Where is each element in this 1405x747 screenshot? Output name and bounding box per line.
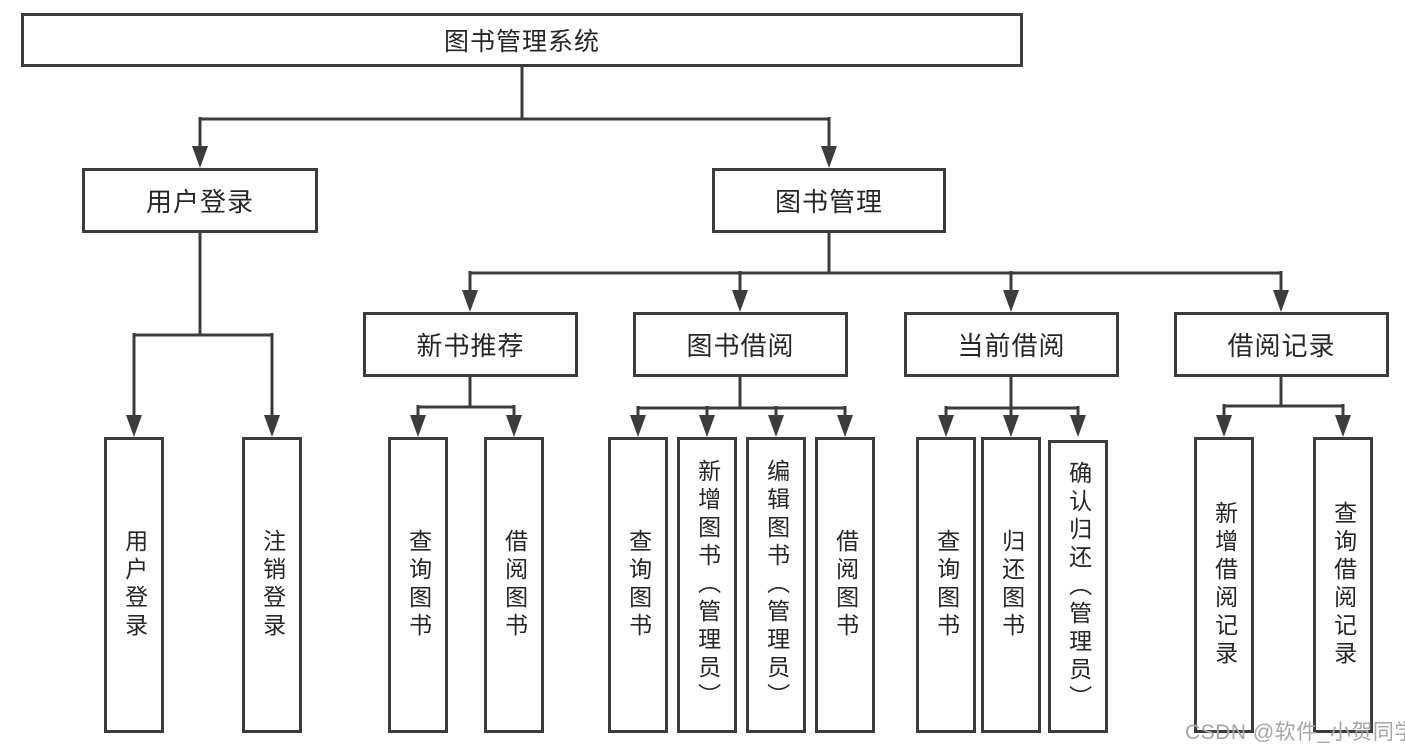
node-book-management: 图书管理 [712,168,946,233]
leaf-label: 归还图书 [998,529,1025,641]
node-book-borrowing: 图书借阅 [633,312,848,377]
arrowhead [768,415,784,437]
leaf-label: 查询图书 [625,529,652,641]
leaf-query-books-current: 查询图书 [916,437,976,733]
node-borrowing-records: 借阅记录 [1174,312,1389,377]
branch-root [192,67,837,168]
arrowhead [264,415,280,437]
branch-book-management [462,232,1289,312]
leaf-label: 用户登录 [121,529,148,641]
leaf-borrow-books-recommend: 借阅图书 [484,437,544,733]
leaf-add-borrow-record: 新增借阅记录 [1194,437,1254,733]
leaf-label: 借阅图书 [501,529,528,641]
arrowhead [1216,415,1232,437]
branch-borrowing-records [1216,377,1351,437]
branch-book-borrowing [630,377,853,437]
leaf-label: 查询图书 [933,529,960,641]
arrowhead [938,415,954,437]
branch-new-book-recommend [410,377,522,437]
arrowhead [1273,290,1289,312]
leaf-confirm-return-admin: 确认归还（管理员） [1048,440,1108,733]
node-label: 借阅记录 [1227,331,1336,361]
node-label: 当前借阅 [957,331,1066,361]
node-new-book-recommend: 新书推荐 [363,312,578,377]
leaf-label: 新增图书（管理员） [694,459,721,711]
node-label: 图书管理系统 [443,28,600,56]
arrowhead [1070,415,1086,437]
arrowhead [1003,415,1019,437]
arrowhead [1335,415,1351,437]
branch-user-login [126,233,280,437]
leaf-query-books-recommend: 查询图书 [388,437,448,733]
leaf-return-books: 归还图书 [981,437,1041,733]
node-label: 新书推荐 [416,331,525,361]
branch-current-borrowing [938,377,1086,437]
leaf-label: 新增借阅记录 [1211,501,1238,669]
arrowhead [192,146,208,168]
leaf-user-login: 用户登录 [104,437,164,733]
arrowhead [630,415,646,437]
leaf-label: 查询图书 [405,529,432,641]
arrowhead [410,415,426,437]
leaf-query-books-borrowing: 查询图书 [608,437,668,733]
arrowhead [462,290,478,312]
node-label: 用户登录 [145,187,254,217]
node-current-borrowing: 当前借阅 [904,312,1119,377]
arrowhead [732,290,748,312]
arrowhead [126,415,142,437]
node-label: 图书管理 [774,187,883,217]
leaf-add-books-admin: 新增图书（管理员） [677,437,737,733]
leaf-edit-books-admin: 编辑图书（管理员） [746,437,806,733]
arrowhead [837,415,853,437]
watermark-text: CSDN @软件_小贺同学 [1185,721,1405,744]
leaf-label: 编辑图书（管理员） [763,459,790,711]
leaf-borrow-books: 借阅图书 [815,437,875,733]
node-library-management-system: 图书管理系统 [21,13,1023,67]
leaf-label: 借阅图书 [832,529,859,641]
arrowhead [1003,290,1019,312]
arrowhead [821,146,837,168]
arrowhead [699,415,715,437]
arrowhead [506,415,522,437]
leaf-logout: 注销登录 [242,437,302,733]
leaf-query-borrow-record: 查询借阅记录 [1313,437,1373,733]
leaf-label: 注销登录 [259,529,286,641]
leaf-label: 确认归还（管理员） [1065,460,1092,713]
node-label: 图书借阅 [686,331,795,361]
node-user-login: 用户登录 [82,168,318,233]
leaf-label: 查询借阅记录 [1330,501,1357,669]
